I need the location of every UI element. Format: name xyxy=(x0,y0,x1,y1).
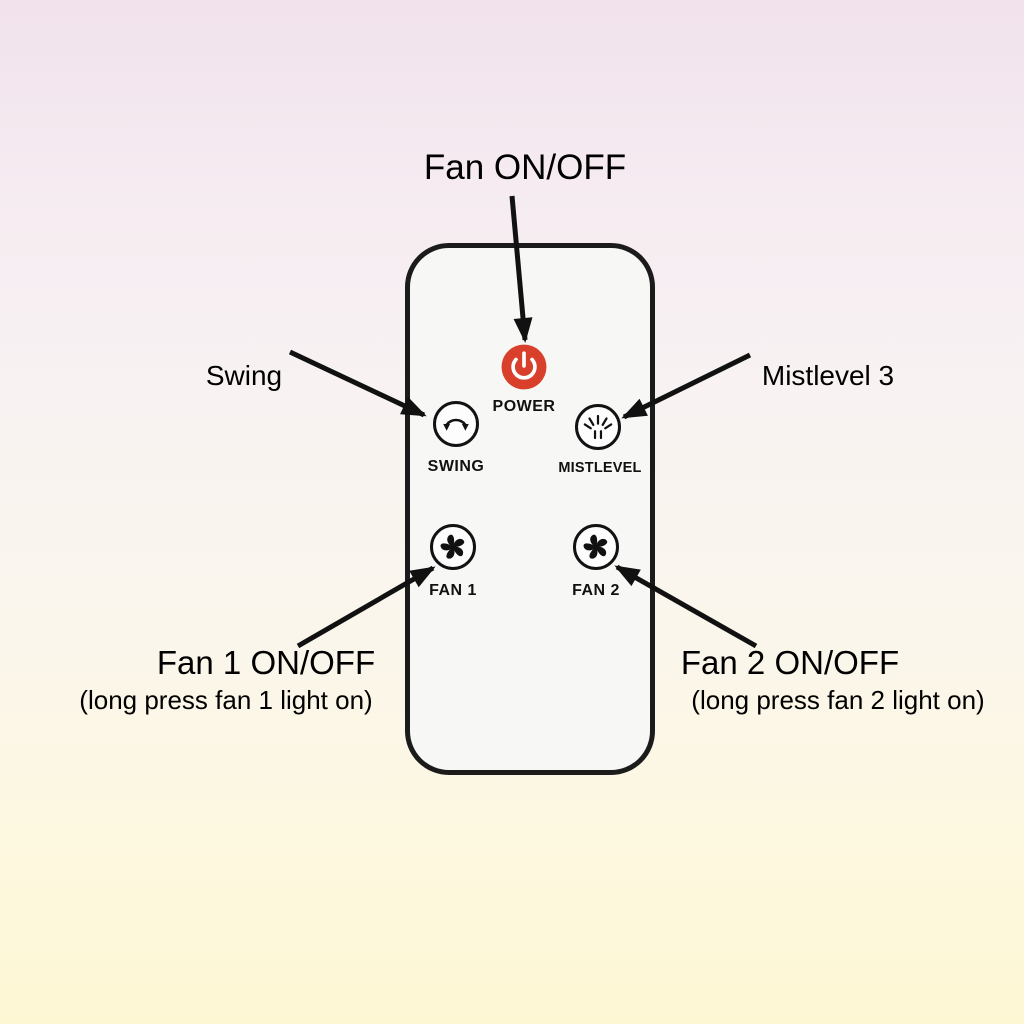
power-button xyxy=(501,344,547,390)
mistlevel-button xyxy=(575,404,621,450)
remote-control: POWER SWING xyxy=(405,243,655,775)
fan-blades-icon xyxy=(440,534,465,559)
swing-arrows-icon xyxy=(443,418,469,431)
annotation-swing: Swing xyxy=(205,360,283,391)
fan1-button xyxy=(430,524,476,570)
mistlevel-button-label: MISTLEVEL xyxy=(558,460,642,476)
fan2-button-label: FAN 2 xyxy=(572,582,620,599)
swing-button xyxy=(433,401,479,447)
power-icon xyxy=(501,344,547,390)
annotation-fan1-subtitle: (long press fan 1 light on) xyxy=(79,685,373,715)
fan1-button-label: FAN 1 xyxy=(429,582,477,599)
annotation-mistlevel: Mistlevel 3 xyxy=(761,360,895,391)
arrow-to-swing-button xyxy=(288,349,427,418)
swing-button-label: SWING xyxy=(427,458,485,475)
annotation-fan2-title: Fan 2 ON/OFF xyxy=(680,644,900,681)
annotation-fan1-title: Fan 1 ON/OFF xyxy=(156,644,376,681)
mist-spray-icon xyxy=(583,414,613,440)
power-button-label: POWER xyxy=(492,398,556,415)
annotation-fan2-subtitle: (long press fan 2 light on) xyxy=(691,685,985,715)
annotation-fan-onoff: Fan ON/OFF xyxy=(423,148,627,187)
fan2-button xyxy=(573,524,619,570)
fan-blades-icon xyxy=(583,534,608,559)
